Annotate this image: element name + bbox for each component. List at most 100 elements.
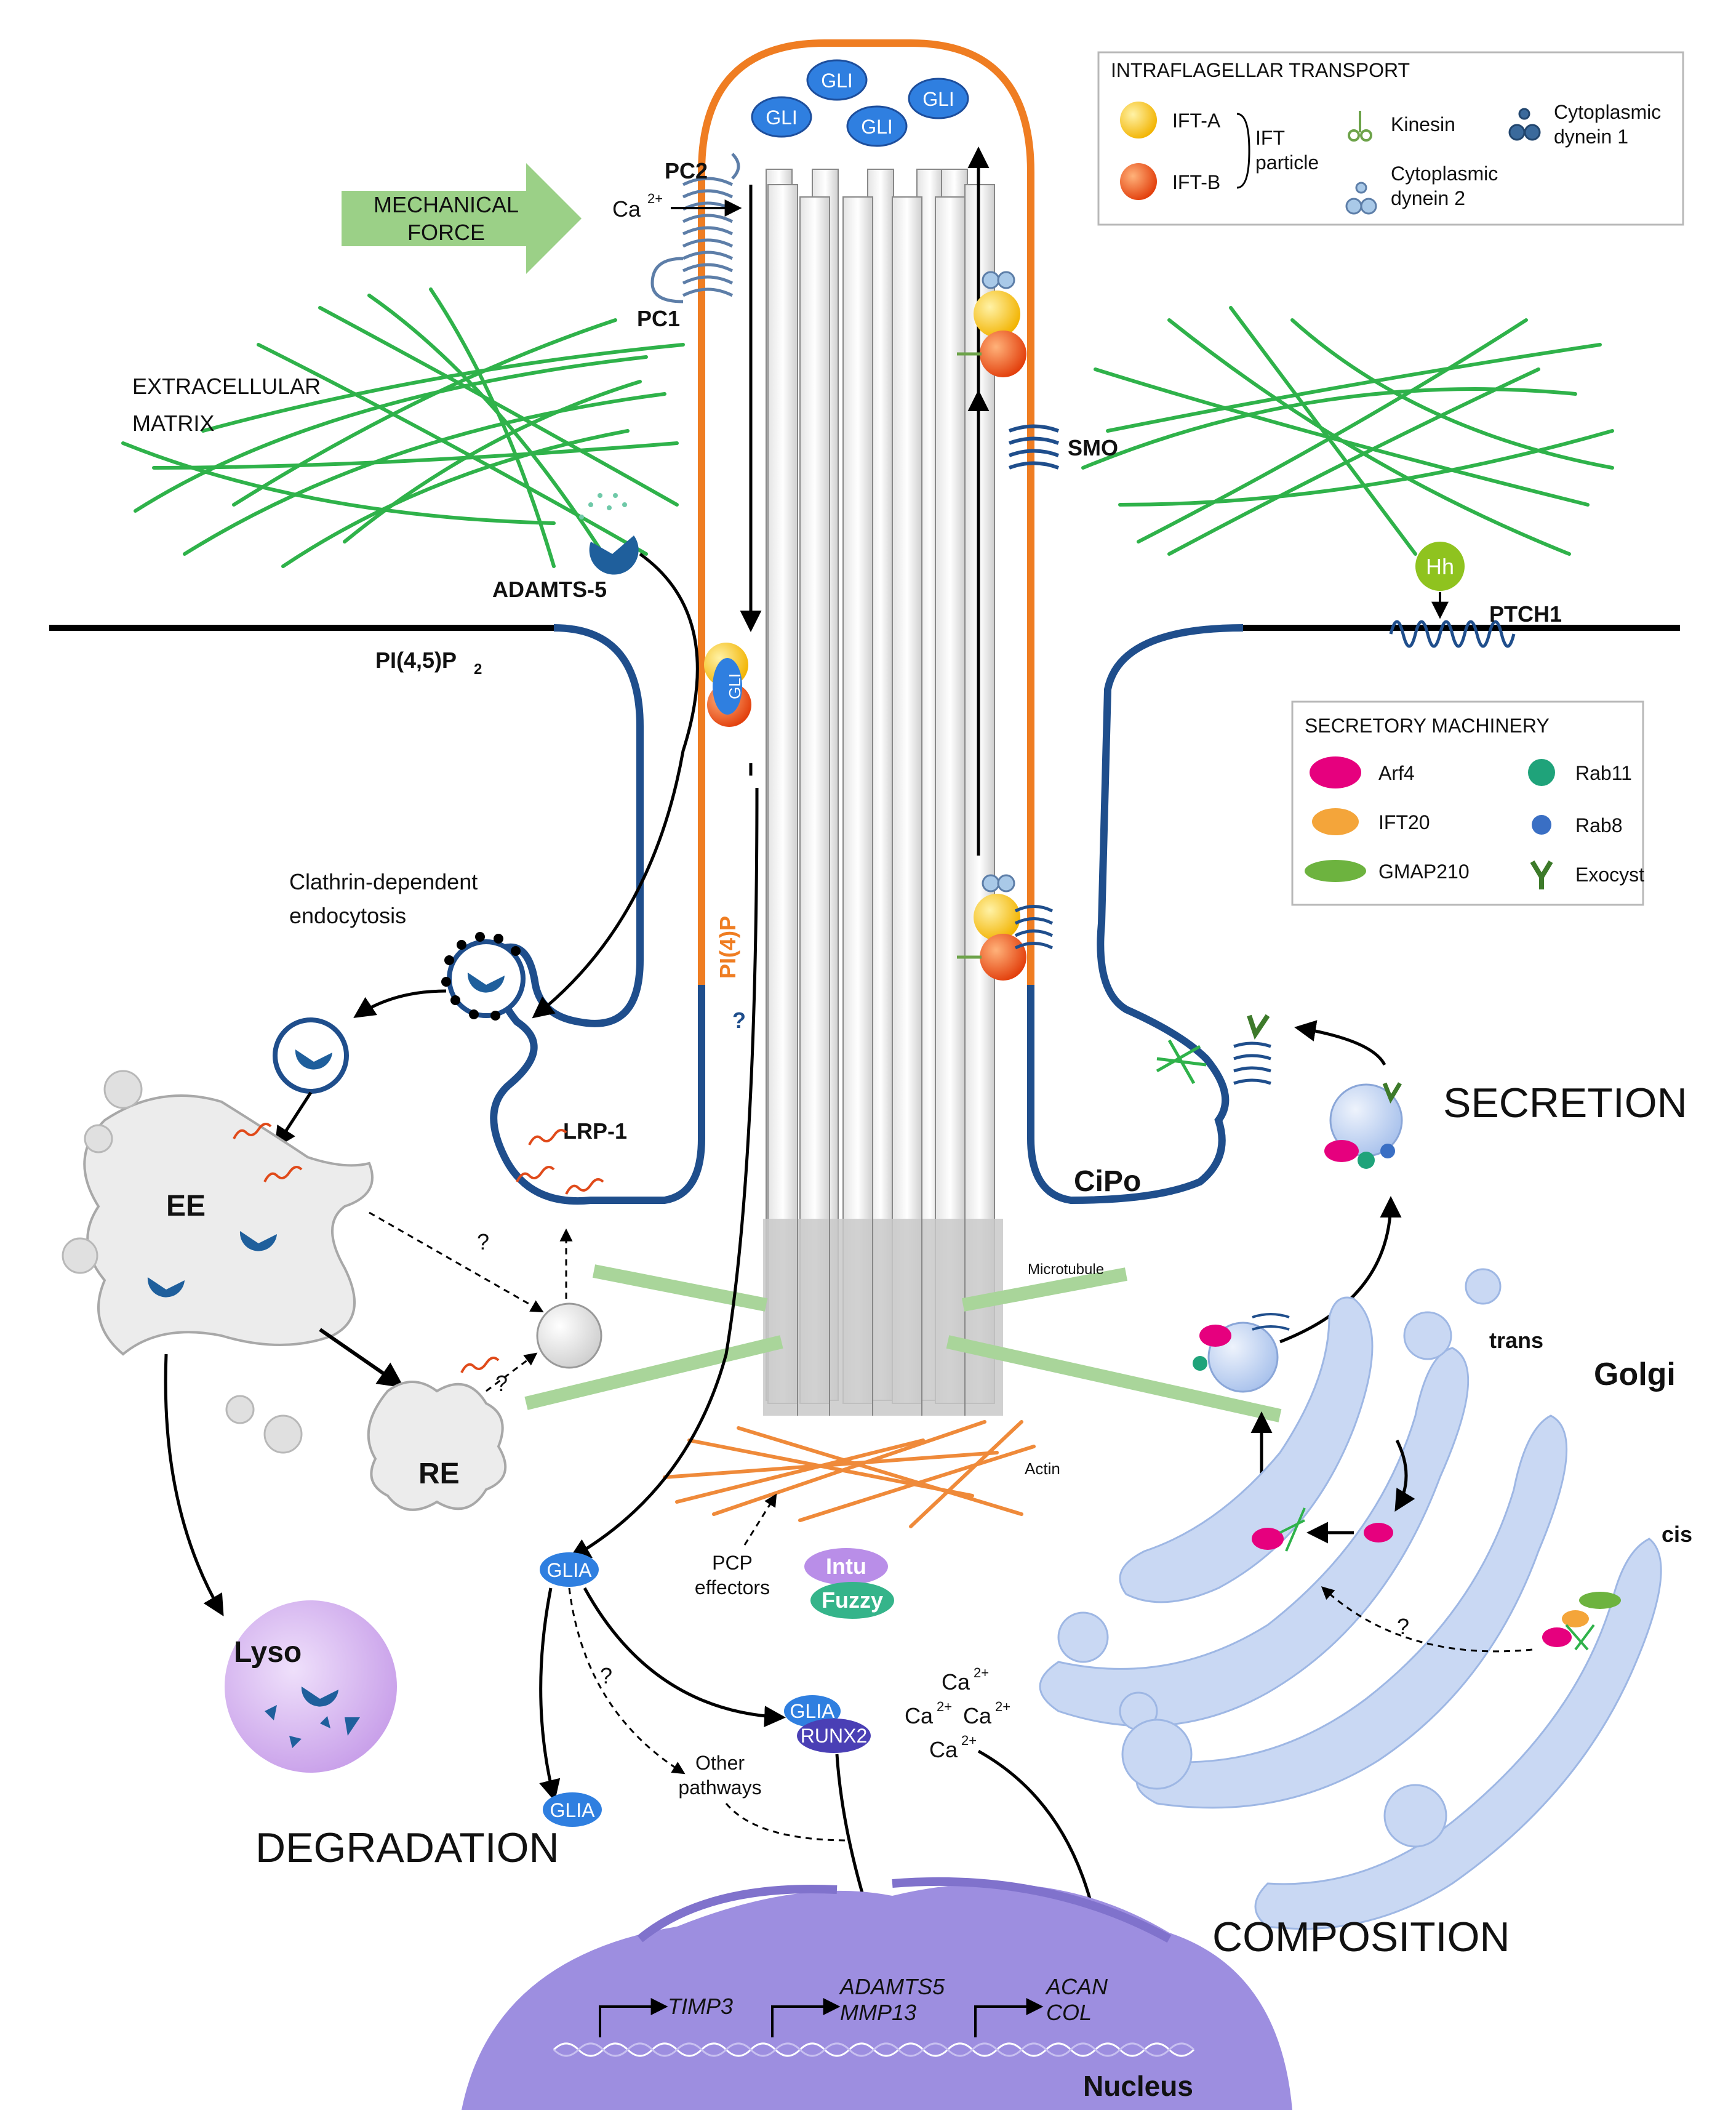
question-re-base: ?: [495, 1371, 508, 1396]
glia-to-nucleus-arrow: [539, 1587, 561, 1802]
re-label: RE: [418, 1458, 460, 1490]
nucleus: [462, 1883, 1292, 2110]
intu-label: Intu: [826, 1554, 866, 1579]
ecm-label-1: EXTRACELLULAR: [132, 374, 321, 399]
ciliary-membrane: [698, 39, 1034, 985]
gli-cluster: GLI GLI GLI GLI: [751, 59, 969, 147]
ptch1-label: PTCH1: [1489, 601, 1562, 627]
other-pathways-2: pathways: [678, 1776, 761, 1799]
ift-train-retrograde: GLI: [704, 643, 751, 727]
lrp1-receptors: [233, 1123, 604, 1373]
mechanical-force-label-1: MECHANICAL: [374, 192, 519, 217]
legend-ift20: IFT20: [1378, 811, 1430, 833]
ecm-label-2: MATRIX: [132, 411, 214, 436]
glia-processed: [540, 1552, 599, 1587]
microtubule-right: [961, 1267, 1128, 1312]
golgi-apparatus: [1039, 1268, 1662, 1930]
adamts5-gene: ADAMTS5: [839, 1974, 945, 1999]
ecm-left: [121, 287, 685, 568]
secretory-legend: SECRETORY MACHINERY Arf4 IFT20 GMAP210 R…: [1291, 700, 1644, 906]
ptch1-receptor: [1389, 620, 1516, 648]
lower-to-upper-vesicle-arrow: [1279, 1196, 1402, 1344]
ca-sup-1: 2+: [974, 1665, 989, 1680]
clathrin-coat: [441, 932, 521, 1021]
glia-other-dashed-arrow: [568, 1587, 686, 1775]
glia-label-3: GLIA: [790, 1700, 836, 1722]
vesicle-adamts5: [295, 1049, 332, 1070]
ee-adamts5-1: [147, 1277, 185, 1298]
microtubule-right-lower: [946, 1335, 1282, 1422]
nucleus-envelope-1: [637, 1885, 838, 1943]
pi4p-label: PI(4)P: [715, 916, 740, 979]
golgi-cargo: [1252, 1507, 1621, 1651]
gli-processing-arrow: [568, 787, 759, 1560]
secretory-vesicle-lower: [1193, 1313, 1290, 1393]
nucleus-envelope-2: [892, 1877, 1172, 1943]
runx2-protein: [797, 1719, 871, 1753]
pi4p-question: ?: [732, 1008, 746, 1033]
lyso-fragments: [265, 1705, 360, 1748]
ciliary-pocket-left: [490, 624, 705, 1205]
secretory-legend-title: SECRETORY MACHINERY: [1305, 715, 1550, 737]
gli-label-3: GLI: [861, 116, 893, 138]
ca-label-1: Ca: [942, 1669, 970, 1695]
exocyst-docking: [1156, 1014, 1271, 1085]
ee-to-re-arrow: [319, 1328, 404, 1388]
ciliary-pocket-right: [1027, 624, 1244, 1205]
pi45p2-sub: 2: [474, 661, 482, 678]
ca-label-2: Ca: [905, 1703, 934, 1728]
pit-to-vesicle-arrow: [353, 989, 447, 1018]
cis-to-trans-dashed-arrow: [1321, 1586, 1533, 1653]
glia-label-2: GLIA: [550, 1799, 596, 1821]
ca-in-sup: 2+: [647, 191, 663, 206]
mechanical-force-arrow: MECHANICAL FORCE: [342, 163, 582, 274]
hh-label: Hh: [1426, 554, 1454, 579]
fuzzy-protein: [810, 1582, 894, 1619]
secretory-vesicle-upper: [1324, 1082, 1403, 1169]
ift-a-label: IFT-A: [1172, 110, 1221, 132]
question-ee-base: ?: [477, 1229, 489, 1254]
adamts5-fragments: [579, 493, 627, 519]
question-glia: ?: [600, 1663, 612, 1688]
gli-label-4: GLI: [922, 88, 954, 110]
ift-particle-label-1: IFT: [1255, 127, 1285, 149]
actin-network: [663, 1420, 1036, 1528]
actin-label: Actin: [1025, 1459, 1060, 1478]
trans-label: trans: [1489, 1328, 1543, 1353]
timp3-promoter: [599, 1998, 668, 2037]
early-endosome: [83, 1094, 374, 1356]
glia-label-1: GLIA: [547, 1559, 593, 1581]
pi45p2-label: PI(4,5)P: [375, 648, 457, 673]
recycling-endosome: [367, 1381, 507, 1511]
lyso-adamts5: [301, 1687, 338, 1707]
nucleus-label: Nucleus: [1083, 2070, 1193, 2102]
golgi-transit-arrow-1: [1394, 1439, 1415, 1512]
col-gene: COL: [1046, 2000, 1092, 2025]
other-pathways-dashed: [725, 1803, 850, 1842]
ca-sup-2: 2+: [937, 1699, 952, 1714]
pcp-label-2: effectors: [695, 1576, 770, 1599]
ee-to-lyso-arrow: [164, 1354, 224, 1617]
microtubule-upper-left: [592, 1264, 768, 1312]
dynein2-label-2: dynein 2: [1391, 187, 1465, 209]
legend-gmap210: GMAP210: [1378, 860, 1470, 883]
legend-rab11: Rab11: [1575, 762, 1632, 784]
adamts5-endocytosis-arrow: [532, 552, 699, 1019]
ee-adamts5-2: [239, 1231, 277, 1251]
clathrin-label-2: endocytosis: [289, 903, 406, 928]
microtubule-lower-left: [524, 1335, 783, 1410]
dna-strand-2: [553, 2042, 1195, 2057]
lyso-label: Lyso: [234, 1636, 302, 1669]
axoneme: [763, 169, 1003, 1416]
gli-label-1: GLI: [821, 70, 853, 92]
cis-label: cis: [1662, 1522, 1692, 1547]
runx2-label: RUNX2: [801, 1725, 867, 1747]
acan-promoter: [974, 1998, 1044, 2037]
endocytic-vesicle: [273, 1017, 349, 1094]
composition-label: COMPOSITION: [1212, 1914, 1510, 1960]
ift-train-upper: [957, 271, 1026, 377]
cipo-label: CiPo: [1074, 1165, 1141, 1198]
intu-protein: [804, 1548, 888, 1585]
dynein1-label-1: Cytoplasmic: [1554, 101, 1661, 123]
clathrin-label-1: Clathrin-dependent: [289, 869, 478, 894]
